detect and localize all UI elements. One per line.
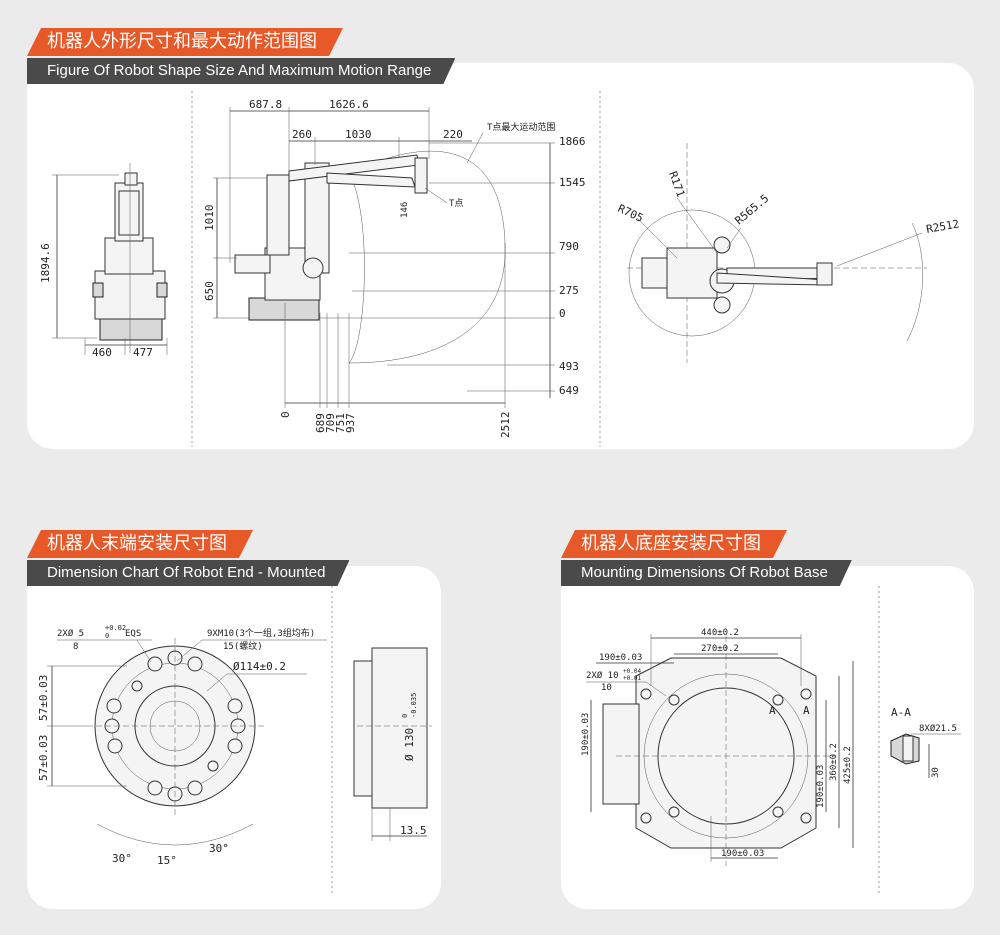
- side-dim-1010: 1010: [203, 205, 216, 232]
- radius-171: R171: [666, 170, 687, 199]
- side-dim-650: 650: [203, 281, 216, 301]
- side-dim-146: 146: [400, 202, 410, 218]
- section3-title-cn: 机器人底座安装尺寸图: [561, 530, 787, 558]
- base-pin-tol2: +0.01: [623, 675, 641, 682]
- flange-side-view: [353, 647, 432, 809]
- t-point-label: T点: [449, 198, 463, 209]
- bottom-dim-0: 0: [279, 411, 292, 418]
- pin-tol2: 0: [105, 632, 109, 640]
- v-dim-2: 57±0.03: [37, 735, 50, 781]
- dia-tol: 0: [401, 714, 409, 718]
- hole-label: 8XØ21.5: [919, 723, 957, 734]
- section2-title-cn: 机器人末端安装尺寸图: [27, 530, 253, 558]
- bottom-dim-689: 689: [314, 413, 327, 433]
- angle-2: 15°: [157, 854, 177, 867]
- pin-depth: 8: [73, 642, 78, 652]
- section-aa-label: A-A: [891, 706, 911, 719]
- mark-a2: A: [803, 704, 810, 717]
- base-pin-tol: +0.04: [623, 668, 641, 675]
- angle-1: 30°: [112, 852, 132, 865]
- side-dim-649: 649: [559, 384, 579, 397]
- pin-label: 2XØ 5: [57, 628, 84, 639]
- side-dim-275: 275: [559, 284, 579, 297]
- dia-tol2: -0.035: [410, 693, 418, 718]
- angle-3: 30°: [209, 842, 229, 855]
- section3-title-en: Mounting Dimensions Of Robot Base: [561, 560, 852, 586]
- side-dim-260: 260: [292, 128, 312, 141]
- base-top-view: [602, 636, 836, 866]
- w190-label: 190±0.03: [599, 653, 642, 663]
- h425-label: 425±0.2: [843, 746, 853, 784]
- side-dim-493: 493: [559, 360, 579, 373]
- eqs-label: EQS: [125, 629, 141, 639]
- motion-range-card: [27, 63, 974, 449]
- base-pin-label: 2XØ 10: [586, 670, 619, 681]
- side-view-robot: [234, 151, 506, 364]
- w270-label: 270±0.2: [701, 644, 739, 654]
- side-dim-220: 220: [443, 128, 463, 141]
- dia-label: Ø 130: [403, 728, 416, 761]
- base-mount-drawing: 440±0.2 270±0.2 190±0.03 2XØ 10 +0.04 +0…: [581, 586, 961, 896]
- bottom-dim-937: 937: [344, 413, 357, 433]
- radius-565: R565.5: [733, 192, 772, 228]
- side-dim-687: 687.8: [249, 98, 282, 111]
- motion-range-drawing: 1894.6 460 477 687.8 1626.6 260 1030 220…: [39, 91, 960, 447]
- bottom190-label: 190±0.03: [721, 849, 764, 859]
- end-mount-drawing: 2XØ 5 +0.02 0 EQS 8 9XM10(3个一组,3组均布) 15(…: [37, 586, 432, 896]
- radius-2512: R2512: [925, 217, 960, 236]
- side-dim-1545: 1545: [559, 176, 586, 189]
- h190b-label: 190±0.03: [816, 765, 826, 808]
- base-pin-depth: 10: [601, 683, 612, 693]
- t-range-label: T点最大运动范围: [487, 121, 555, 133]
- mark-a1: A: [769, 704, 776, 717]
- h190-label: 190±0.03: [581, 713, 591, 756]
- side-dim-1030: 1030: [345, 128, 372, 141]
- bottom-dim-2512: 2512: [499, 412, 512, 439]
- side-dim-0: 0: [559, 307, 566, 320]
- pin-tol: +0.02: [105, 624, 126, 632]
- h360-label: 360±0.2: [829, 743, 839, 781]
- flange-front-view: [87, 638, 267, 816]
- side-dim-1866: 1866: [559, 135, 586, 148]
- front-view-robot: [92, 163, 168, 353]
- side-dim-790: 790: [559, 240, 579, 253]
- thread-depth: 15(螺纹): [223, 640, 263, 652]
- front-base-left-label: 460: [92, 346, 112, 359]
- section2-title-en: Dimension Chart Of Robot End - Mounted: [27, 560, 349, 586]
- v-dim-1: 57±0.03: [37, 675, 50, 721]
- section1-title-cn: 机器人外形尺寸和最大动作范围图: [27, 28, 343, 56]
- front-height-label: 1894.6: [39, 243, 52, 283]
- thread-label: 9XM10(3个一组,3组均布): [207, 627, 315, 639]
- bottom-dim-709: 709: [324, 413, 337, 433]
- circle-label: Ø114±0.2: [233, 660, 286, 673]
- thick-label: 13.5: [400, 824, 427, 837]
- side-dim-1626: 1626.6: [329, 98, 369, 111]
- front-base-right-label: 477: [133, 346, 153, 359]
- w440-label: 440±0.2: [701, 628, 739, 638]
- d30-label: 30: [931, 767, 941, 778]
- section1-title-en: Figure Of Robot Shape Size And Maximum M…: [27, 58, 455, 84]
- section-aa-view: [890, 733, 920, 765]
- bottom-dim-751: 751: [334, 413, 347, 433]
